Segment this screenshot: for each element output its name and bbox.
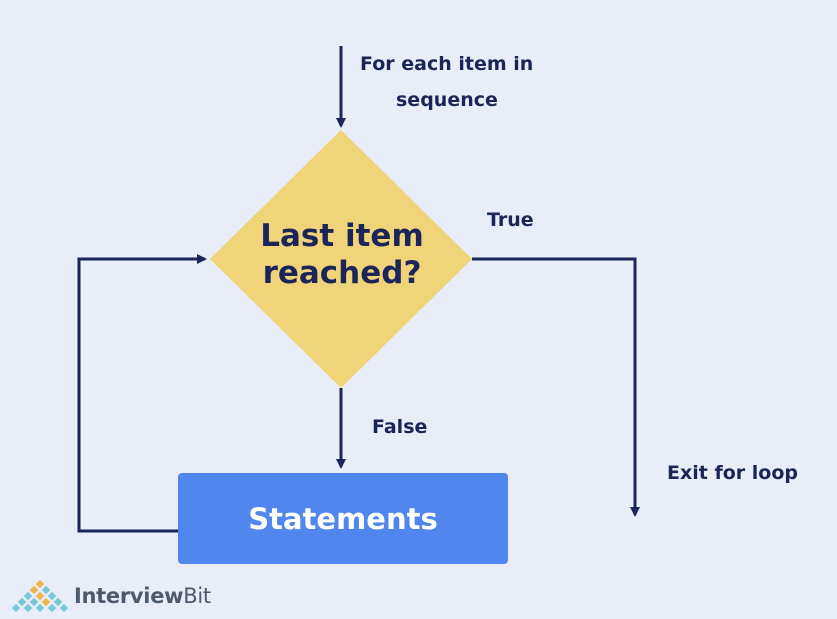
decision-label-line-1: Last item — [260, 218, 424, 254]
false-label: False — [372, 416, 428, 438]
decision-label: Last item reached? — [232, 218, 452, 292]
entry-label-line-2: sequence — [396, 89, 498, 111]
entry-label: For each item in sequence — [360, 46, 550, 118]
exit-label: Exit for loop — [667, 462, 798, 484]
decision-label-line-2: reached? — [262, 255, 422, 291]
logo-icon — [12, 579, 69, 613]
true-label: True — [487, 209, 534, 231]
interviewbit-logo: InterviewBit — [12, 576, 211, 616]
logo-wordmark-part-1: Interview — [74, 584, 184, 608]
logo-wordmark-part-2: Bit — [183, 584, 211, 608]
statements-label: Statements — [248, 501, 438, 536]
entry-label-line-1: For each item in — [360, 53, 534, 75]
true-exit-arrow — [472, 257, 640, 517]
statements-box: Statements — [178, 473, 508, 564]
logo-wordmark: InterviewBit — [74, 584, 211, 608]
decision-diamond — [210, 130, 472, 388]
loop-back-arrow — [77, 254, 207, 533]
